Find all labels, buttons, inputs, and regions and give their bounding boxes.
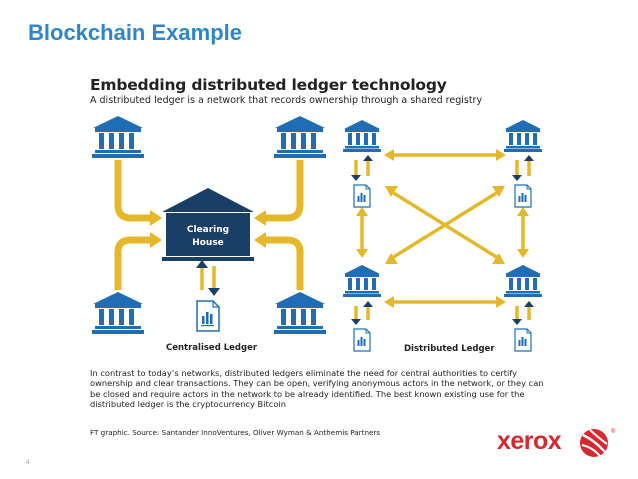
clearing-doc-arrows bbox=[200, 266, 216, 290]
distributed-ledger-caption: Distributed Ledger bbox=[404, 344, 495, 354]
distributed-arrowheads bbox=[356, 149, 529, 308]
bank-icon bbox=[343, 265, 381, 297]
page-number: 4 bbox=[26, 460, 30, 466]
ledger-document-icon bbox=[196, 300, 220, 332]
ledger-document-icon bbox=[514, 184, 532, 208]
registered-mark: ® bbox=[611, 429, 616, 435]
centralised-ledger-caption: Centralised Ledger bbox=[166, 343, 258, 353]
bank-icon bbox=[343, 120, 381, 152]
bank-icon bbox=[92, 292, 144, 334]
clearing-house-icon bbox=[162, 188, 254, 261]
centralised-connector-lines bbox=[114, 160, 304, 290]
slide-title: Blockchain Example bbox=[28, 20, 242, 45]
figure-source: FT graphic. Source: Santander InnoVentur… bbox=[90, 428, 381, 437]
clearing-house-label-line1: Clearing bbox=[187, 225, 229, 235]
centralised-arrowheads bbox=[150, 210, 266, 248]
xerox-ball-icon bbox=[580, 429, 608, 457]
distributed-connector-lines bbox=[354, 153, 531, 320]
bank-icon bbox=[274, 292, 326, 334]
figure-subtitle: A distributed ledger is a network that r… bbox=[90, 95, 483, 106]
ledger-document-icon bbox=[353, 184, 371, 208]
figure-title: Embedding distributed ledger technology bbox=[90, 76, 447, 94]
bank-icon bbox=[504, 265, 542, 297]
clearing-house-label-line2: House bbox=[192, 238, 224, 248]
figure-description: In contrast to today’s networks, distrib… bbox=[90, 368, 544, 409]
bank-icon bbox=[274, 116, 326, 158]
ledger-document-icon bbox=[514, 328, 532, 352]
bank-icon bbox=[92, 116, 144, 158]
xerox-logo: xerox bbox=[497, 427, 562, 455]
bank-icon bbox=[504, 120, 542, 152]
ledger-document-icon bbox=[353, 328, 371, 352]
